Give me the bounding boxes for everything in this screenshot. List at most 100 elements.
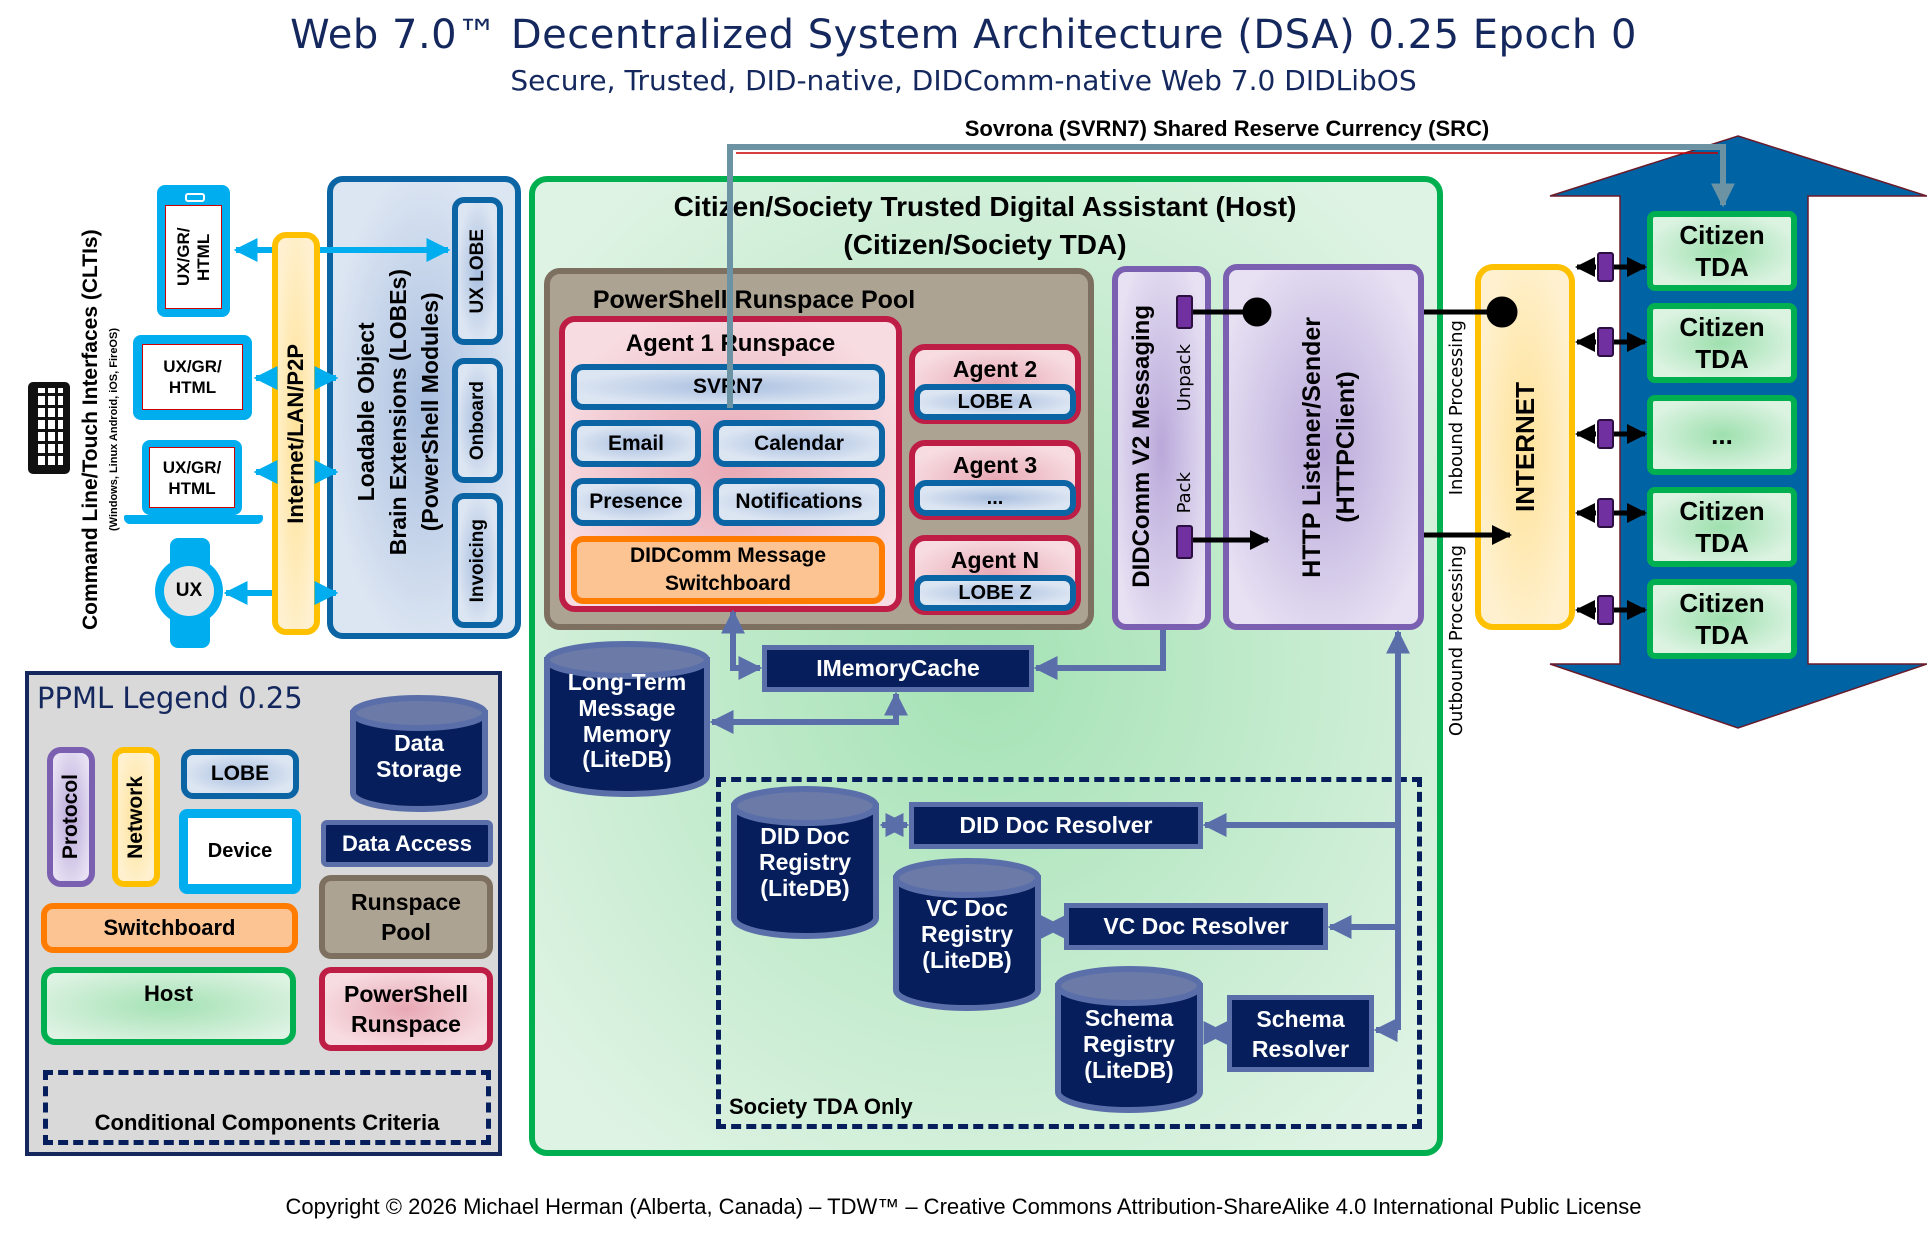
network-label: Internet/LAN/P2P: [283, 343, 308, 524]
vc-doc-registry-db[interactable]: VC Doc Registry (LiteDB): [892, 856, 1042, 1012]
lobes-title-line1: Loadable Object: [353, 322, 379, 502]
internet-network[interactable]: INTERNET: [1475, 264, 1575, 630]
schema-registry-line2: Registry: [1082, 1030, 1176, 1057]
diagram-subtitle: Secure, Trusted, DID-native, DIDComm-nat…: [510, 64, 1417, 97]
schema-resolver[interactable]: Schema Resolver: [1227, 995, 1374, 1072]
lobe-ux-label: UX LOBE: [466, 228, 488, 314]
lobe-invoicing-label: Invoicing: [466, 518, 488, 603]
tablet-screen-label: UX/GR/ HTML: [142, 344, 243, 410]
vtc-member-5-line2: TDA: [1695, 620, 1749, 650]
agent2-title: Agent 2: [952, 356, 1038, 382]
vc-doc-resolver[interactable]: VC Doc Resolver: [1064, 903, 1328, 950]
vtc-label: Verifiable Trust Circles (VTC7): [1812, 205, 1843, 605]
did-doc-registry-db[interactable]: DID Doc Registry (LiteDB): [730, 784, 880, 940]
legend-ps-runspace-line1: PowerShell: [344, 981, 468, 1007]
http-listener-sender[interactable]: HTTP Listener/Sender (HTTPClient): [1223, 264, 1424, 630]
schema-registry-db[interactable]: Schema Registry (LiteDB): [1054, 964, 1204, 1114]
internet-lan-p2p-network[interactable]: Internet/LAN/P2P: [272, 232, 320, 635]
inbound-processing-label: Inbound Processing: [1446, 320, 1467, 496]
lobe-onboard[interactable]: Onboard: [452, 358, 503, 483]
vc-registry-line2: Registry: [920, 920, 1014, 947]
pack-port[interactable]: [1176, 525, 1193, 559]
unpack-label: Unpack: [1174, 344, 1195, 412]
lobe-z[interactable]: LOBE Z: [914, 575, 1076, 611]
laptop-base: [124, 515, 263, 524]
presence-lobe[interactable]: Presence: [571, 478, 701, 526]
notifications-lobe[interactable]: Notifications: [713, 478, 885, 526]
laptop-screen-label: UX/GR/ HTML: [149, 447, 235, 508]
long-term-memory-db[interactable]: Long-Term Message Memory (LiteDB): [543, 640, 711, 798]
calendar-lobe[interactable]: Calendar: [713, 420, 885, 467]
unpack-port[interactable]: [1176, 295, 1193, 329]
did-doc-resolver[interactable]: DID Doc Resolver: [909, 802, 1203, 849]
lobes-title-line2: Brain Extensions (LOBEs): [385, 268, 411, 556]
vtc-member-1-line2: TDA: [1695, 252, 1749, 282]
email-lobe[interactable]: Email: [571, 420, 701, 467]
didcomm-title: DIDComm V2 Messaging: [1128, 304, 1155, 588]
legend-switchboard: Switchboard: [41, 903, 298, 953]
phone-device[interactable]: UX/GR/ HTML: [157, 185, 230, 317]
host-title-line1: Citizen/Society Trusted Digital Assistan…: [673, 191, 1297, 222]
legend-runspace-pool-line1: Runspace: [351, 889, 461, 915]
lobe-ellipsis[interactable]: ...: [914, 480, 1076, 516]
legend-network: Network: [112, 747, 160, 887]
didcomm-v2-messaging[interactable]: DIDComm V2 Messaging Unpack Pack: [1112, 266, 1211, 630]
ltm-line3: Memory: [582, 720, 672, 747]
svrn7-lobe[interactable]: SVRN7: [571, 364, 885, 410]
did-registry-line3: (LiteDB): [760, 874, 850, 901]
host-title: Citizen/Society Trusted Digital Assistan…: [540, 188, 1430, 264]
vtc-port-4[interactable]: [1597, 498, 1614, 528]
laptop-device[interactable]: UX/GR/ HTML: [142, 440, 242, 515]
clti-platforms: (Windows, Linux Android, iOS, FireOS): [108, 328, 120, 532]
legend-device: Device: [179, 809, 301, 894]
legend-ps-runspace-line2: Runspace: [351, 1011, 461, 1037]
switchboard-line2: Switchboard: [664, 572, 791, 595]
didcomm-switchboard[interactable]: DIDComm Message Switchboard: [571, 536, 885, 604]
http-line2: (HTTPClient): [1332, 371, 1360, 523]
vtc-port-5[interactable]: [1597, 595, 1614, 625]
legend-protocol-label: Protocol: [59, 774, 82, 860]
legend-data-storage-line1: Data: [394, 730, 444, 756]
legend-data-storage: Data Storage: [349, 693, 489, 813]
runspace-pool-title: PowerShell Runspace Pool: [592, 286, 916, 314]
ltm-line4: (LiteDB): [582, 746, 672, 773]
legend-runspace-pool-line2: Pool: [381, 919, 431, 945]
vtc-member-3-line1: ...: [1711, 420, 1733, 450]
legend-runspace-pool: Runspace Pool: [319, 875, 493, 959]
copyright-footer: Copyright © 2026 Michael Herman (Alberta…: [285, 1194, 1642, 1219]
lobe-a[interactable]: LOBE A: [914, 384, 1076, 420]
vc-registry-line3: (LiteDB): [922, 946, 1012, 973]
did-registry-line1: DID Doc: [760, 823, 850, 849]
ltm-line1: Long-Term: [567, 669, 687, 695]
vtc-member-2-line1: Citizen: [1679, 312, 1765, 342]
tablet-device[interactable]: UX/GR/ HTML: [133, 335, 252, 420]
vtc-member-2-line2: TDA: [1695, 344, 1749, 374]
vtc-port-3[interactable]: [1597, 419, 1614, 449]
lobe-invoicing[interactable]: Invoicing: [452, 493, 503, 628]
ppml-legend: PPML Legend 0.25 Protocol Network LOBE D…: [25, 671, 502, 1156]
society-tda-only-region: Society TDA Only: [716, 777, 1422, 1129]
schema-resolver-line2: Resolver: [1251, 1035, 1350, 1062]
vtc-port-1[interactable]: [1597, 252, 1614, 282]
ltm-line2: Message: [578, 694, 676, 721]
lobe-onboard-label: Onboard: [466, 380, 488, 461]
diagram-title: Web 7.0™ Decentralized System Architectu…: [290, 12, 1637, 58]
watch-face-label: UX: [164, 566, 214, 616]
vtc-port-2[interactable]: [1597, 327, 1614, 357]
vtc-member-ellipsis[interactable]: ...: [1647, 395, 1797, 475]
schema-registry-line1: Schema: [1084, 1005, 1174, 1031]
keyboard-icon: [28, 382, 70, 474]
watch-device[interactable]: UX: [155, 557, 223, 625]
vtc-member-1-line1: Citizen: [1679, 220, 1765, 250]
legend-conditional: Conditional Components Criteria: [43, 1070, 491, 1145]
legend-lobe: LOBE: [181, 749, 299, 799]
clti-title: Command Line/Touch Interfaces (CLTIs): [79, 229, 102, 631]
society-tda-only-label: Society TDA Only: [729, 1094, 913, 1119]
lobe-ux[interactable]: UX LOBE: [452, 197, 503, 345]
legend-powershell-runspace: PowerShell Runspace: [319, 967, 493, 1051]
imemorycache[interactable]: IMemoryCache: [762, 645, 1034, 692]
